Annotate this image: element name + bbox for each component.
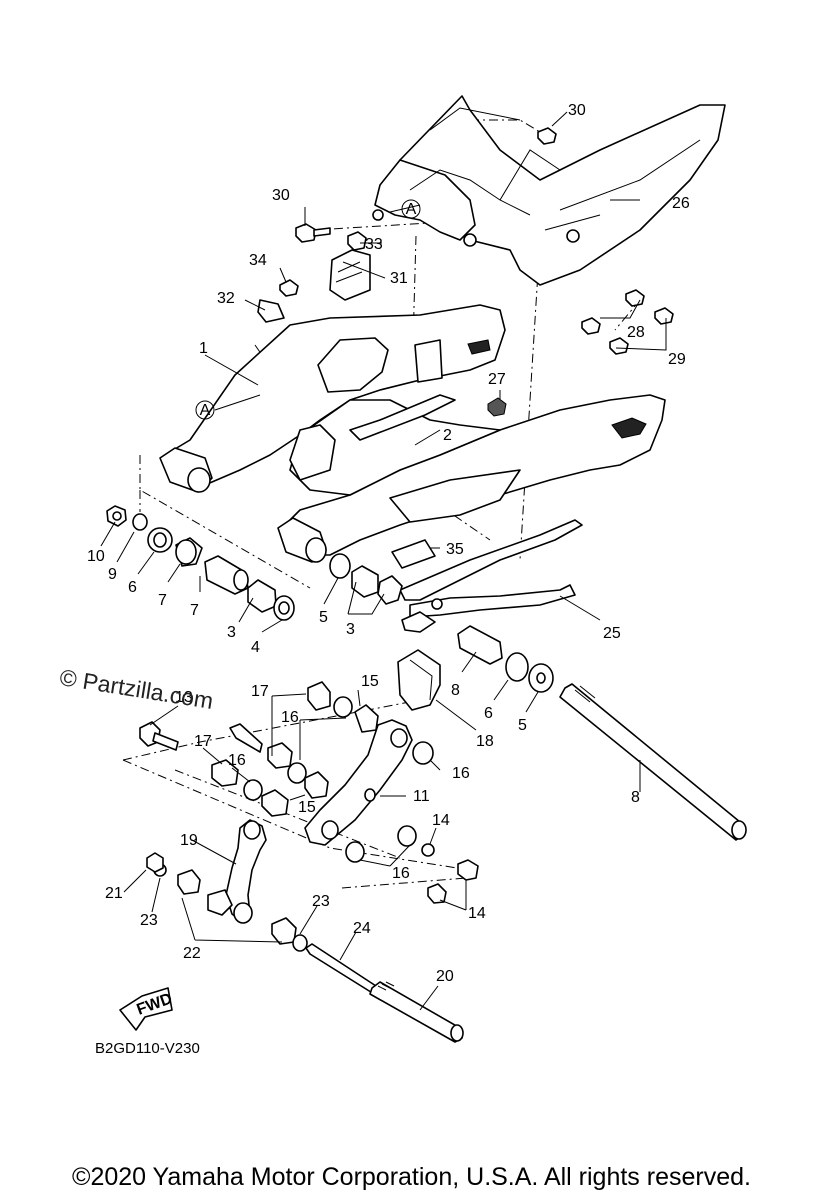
- ref-mark-a-upper-text: A: [406, 201, 417, 218]
- callout-28: 28: [627, 324, 645, 341]
- callout-7-right: 8: [451, 682, 460, 699]
- relay-arm: [304, 719, 413, 846]
- pad-35: [391, 539, 436, 569]
- left-pivot-parts: [106, 505, 295, 621]
- callout-23-b: 23: [140, 912, 158, 929]
- callout-14-label: 14: [468, 905, 486, 922]
- callout-5-left: 6: [128, 579, 137, 596]
- callout-30-a: 30: [568, 102, 586, 119]
- callout-9: 9: [108, 566, 117, 583]
- callout-16-d: 16: [392, 865, 410, 882]
- callout-11: 11: [413, 788, 430, 805]
- callout-17-top: 17: [251, 683, 269, 700]
- callout-17-mid: 17: [194, 733, 212, 750]
- copyright-notice: ©2020 Yamaha Motor Corporation, U.S.A. A…: [72, 1163, 751, 1191]
- connecting-rod: [146, 819, 308, 952]
- callout-30-b: 30: [272, 187, 290, 204]
- ref-mark-a-lower-text: A: [200, 402, 211, 419]
- callout-labels: 30 30 26 33 34 31 32 28 1 29 27 2 35 10 …: [87, 102, 690, 985]
- callout-32: 32: [217, 290, 235, 307]
- shaft-24: [305, 943, 377, 995]
- callout-6-left: 7: [158, 592, 167, 609]
- callout-29: 29: [668, 351, 686, 368]
- diagram-code: B2GD110-V230: [95, 1040, 200, 1057]
- callout-2: 2: [443, 427, 452, 444]
- callout-4-left: 4: [251, 639, 260, 656]
- pivot-shaft: [559, 683, 747, 841]
- ref-mark-a-lower: [195, 400, 215, 420]
- callout-12: 13: [175, 689, 193, 706]
- right-pivot-parts: [329, 553, 554, 693]
- swingarm: [159, 249, 666, 563]
- callout-10: 10: [87, 548, 105, 565]
- callout-20: 20: [436, 968, 454, 985]
- callout-15-top: 15: [361, 673, 379, 690]
- callout-33: 33: [365, 236, 383, 253]
- callout-35: 35: [446, 541, 464, 558]
- small-fasteners: [279, 127, 674, 417]
- callout-16-a: 16: [281, 709, 299, 726]
- callout-3-right: 3: [346, 621, 355, 638]
- callout-27: 27: [488, 371, 506, 388]
- callout-3-left: 3: [227, 624, 236, 641]
- callout-19: 19: [180, 832, 198, 849]
- callout-4-right: 5: [319, 609, 328, 626]
- callout-13: 14: [432, 812, 450, 829]
- callout-23-a: 23: [312, 893, 330, 910]
- callout-24: 24: [353, 920, 371, 937]
- callout-26: 26: [672, 195, 690, 212]
- fwd-arrow: FWD: [119, 987, 175, 1031]
- callout-6-right: 6: [484, 705, 493, 722]
- callout-16-c: 16: [452, 765, 470, 782]
- callout-21: 21: [105, 885, 123, 902]
- callout-31: 31: [390, 270, 408, 287]
- callout-16-b: 16: [228, 752, 246, 769]
- relay-bushings: [211, 681, 479, 904]
- reference-marks: A A: [195, 199, 421, 420]
- leader-lines: [100, 111, 667, 1011]
- callout-15-mid: 15: [298, 799, 316, 816]
- callout-1: 1: [199, 340, 208, 357]
- callout-7-left: 7: [190, 602, 199, 619]
- callout-8-label: 8: [631, 789, 640, 806]
- bolt-12: [139, 721, 263, 753]
- callout-18: 18: [476, 733, 494, 750]
- chain-guide: [399, 519, 583, 633]
- callout-34: 34: [249, 252, 267, 269]
- callout-22: 22: [183, 945, 201, 962]
- callout-5-right: 5: [518, 717, 527, 734]
- callout-25: 25: [603, 625, 621, 642]
- rear-fender: [372, 95, 726, 286]
- bolt-20: [369, 981, 464, 1043]
- bracket-18: [397, 649, 441, 711]
